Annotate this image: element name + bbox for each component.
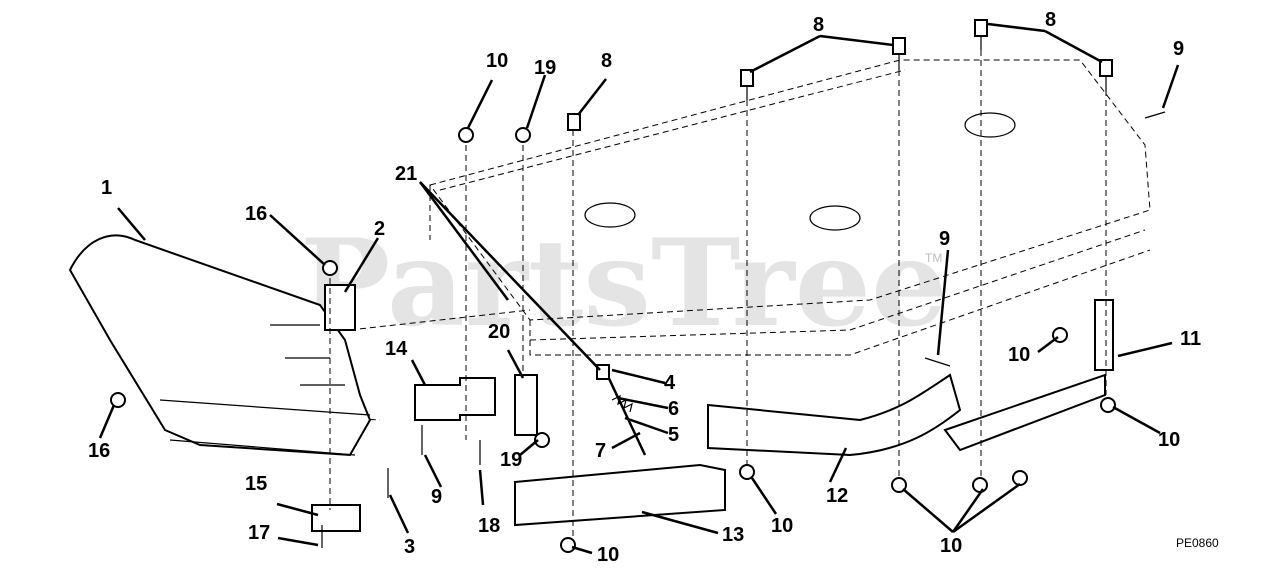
part-11-bracket: [1094, 299, 1114, 371]
callout-11: 11: [1180, 328, 1201, 350]
part-12-baffle: [707, 373, 962, 457]
callout-16-a: 16: [245, 203, 267, 225]
callout-10-a: 10: [1008, 344, 1030, 366]
callout-17: 17: [248, 522, 270, 544]
mower-deck: [159, 59, 1151, 421]
callout-8-b: 8: [1045, 9, 1056, 31]
callout-19-a: 19: [534, 57, 556, 79]
leader-lines: [98, 22, 1180, 555]
callout-10-b: 10: [771, 515, 793, 537]
callout-10-e: 10: [940, 535, 962, 557]
callout-1: 1: [101, 177, 112, 199]
callout-8-a: 8: [813, 14, 824, 36]
callouts: 1 2 3 4 5 6 7 8 8 8 9 9 9 10 10 10 10 10…: [88, 9, 1201, 566]
callout-8-c: 8: [601, 50, 612, 72]
callout-9-c: 9: [431, 486, 442, 508]
callout-20: 20: [488, 321, 510, 343]
callout-6: 6: [668, 398, 679, 420]
callout-10-d: 10: [597, 544, 619, 566]
callout-5: 5: [668, 424, 679, 446]
callout-9-a: 9: [1173, 38, 1184, 60]
callout-19-b: 19: [500, 449, 522, 471]
callout-15: 15: [245, 473, 267, 495]
spring-assembly: [596, 364, 647, 456]
hardware: [110, 19, 1166, 553]
part-right-baffle: [943, 373, 1106, 452]
part-15-bracket: [311, 504, 361, 532]
callout-18: 18: [478, 515, 500, 537]
callout-10-c: 10: [1158, 429, 1180, 451]
watermark-tm: TM: [925, 251, 942, 265]
callout-7: 7: [595, 440, 606, 462]
part-20-plate: [514, 374, 538, 436]
part-1-discharge-chute: [68, 234, 372, 457]
watermark-text: PartsTree: [300, 213, 947, 354]
callout-14: 14: [385, 338, 408, 360]
callout-10-f: 10: [486, 50, 508, 72]
callout-3: 3: [404, 536, 415, 558]
callout-4: 4: [664, 372, 676, 394]
callout-12: 12: [826, 485, 848, 507]
part-14-bracket: [414, 377, 496, 421]
part-13-baffle: [514, 463, 726, 527]
callout-16-b: 16: [88, 440, 110, 462]
callout-13: 13: [722, 524, 744, 546]
callout-9-b: 9: [939, 228, 950, 250]
callout-2: 2: [374, 218, 385, 240]
drawing-code: PE0860: [1176, 536, 1219, 550]
callout-21: 21: [395, 163, 417, 185]
watermark: PartsTree TM: [300, 213, 947, 354]
